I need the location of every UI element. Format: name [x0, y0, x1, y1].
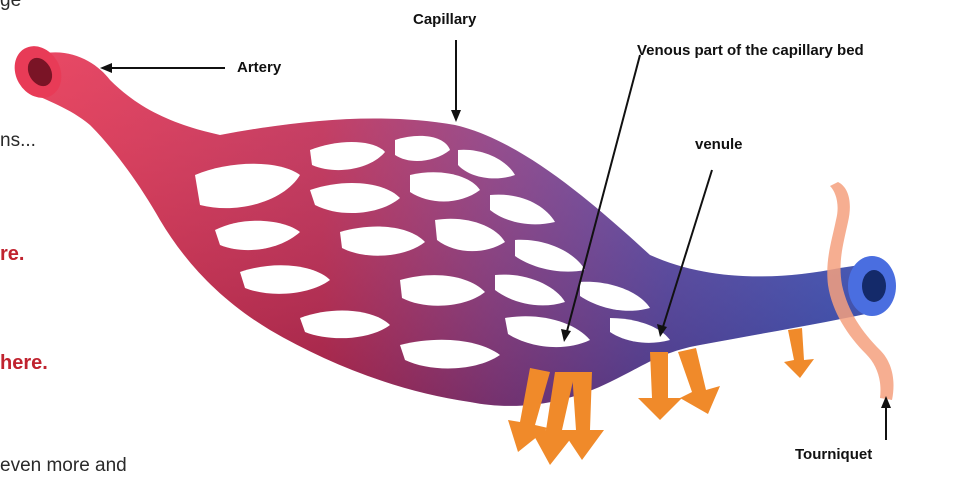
tourniquet-label: Tourniquet	[795, 446, 872, 463]
venule-label: venule	[695, 136, 743, 153]
outflow-arrow-6	[784, 328, 814, 378]
vein-opening	[848, 256, 896, 316]
venous-part-label: Venous part of the capillary bed	[637, 42, 864, 59]
artery-label: Artery	[237, 59, 281, 76]
outflow-arrow-5	[678, 348, 720, 414]
capillary-label: Capillary	[413, 11, 476, 28]
